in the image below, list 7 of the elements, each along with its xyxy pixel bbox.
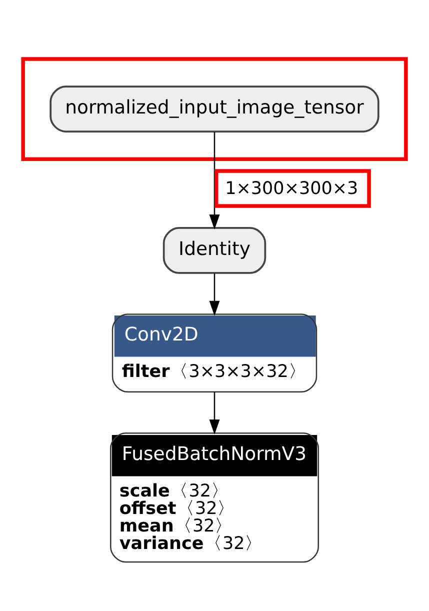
node-box: normalized_input_image_tensor: [50, 86, 380, 133]
node-box: Identity: [162, 226, 266, 274]
arrow: [209, 273, 220, 316]
edge-label: 1×300×300×3: [225, 178, 358, 199]
cluster: [21, 57, 408, 161]
arrow: [209, 132, 220, 230]
arrow: [209, 392, 220, 435]
